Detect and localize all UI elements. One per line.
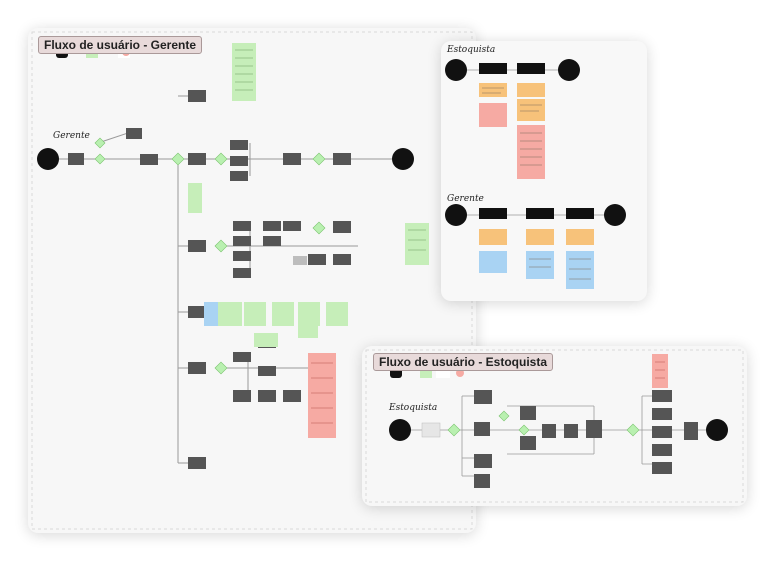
gerente-flow-canvas [31,31,473,530]
summary-flow-canvas [445,59,626,289]
summary-lane-estoquista: Estoquista [447,45,496,55]
start-node [37,148,59,170]
board-estoquista[interactable]: Fluxo de usuário - Estoquista Estoquista [362,346,747,506]
board-summary[interactable]: Estoquista Gerente [441,41,647,301]
estoquista-end-node [706,419,728,441]
estoquista-start-node [389,419,411,441]
summary-gerente-end [604,204,626,226]
summary-gerente-start [445,204,467,226]
estoquista-board-title: Fluxo de usuário - Estoquista [373,353,554,371]
gerente-lane-label: Gerente [53,131,90,141]
summary-estoquista-start [445,59,467,81]
end-node [392,148,414,170]
estoquista-flow-canvas [365,349,744,503]
summary-estoquista-end [558,59,580,81]
gerente-board-title: Fluxo de usuário - Gerente [38,36,203,54]
estoquista-lane-label: Estoquista [389,403,438,413]
board-gerente[interactable]: Fluxo de usuário - Gerente Gerente [28,28,476,533]
summary-lane-gerente: Gerente [447,194,484,204]
